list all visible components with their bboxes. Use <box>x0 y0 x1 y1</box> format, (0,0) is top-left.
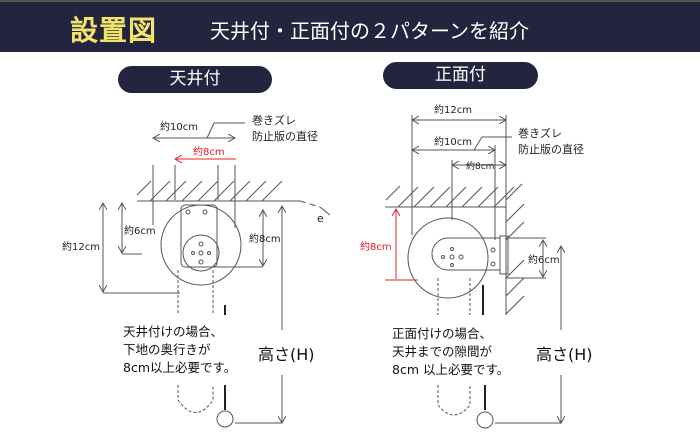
pull-weight <box>476 411 494 429</box>
note-line: 8cm以上必要です。 <box>123 360 237 375</box>
dim-small-label: 約8cm <box>466 160 494 172</box>
dim-bracket-height-label: 約6cm <box>124 224 156 237</box>
note-line: 天井までの隙間が <box>392 344 493 359</box>
ceiling-mount-pill: 天井付 <box>118 66 272 93</box>
pull-weight <box>216 410 234 428</box>
bracket <box>431 237 501 271</box>
bead-chain <box>177 270 214 413</box>
dim-bracket-label: 約6cm <box>528 253 560 266</box>
e-label: e <box>317 212 324 225</box>
front-height-label: 高さ(H) <box>536 345 593 364</box>
ceiling-wall-hatch <box>385 183 525 315</box>
note-line: 天井付けの場合、 <box>123 324 224 339</box>
dim-depth-red-label: 約8cm <box>193 145 225 158</box>
plate-label-line2: 防止版の直径 <box>518 142 584 156</box>
dim-total-height-label: 約12cm <box>62 240 100 253</box>
note-line: 正面付けの場合、 <box>392 326 493 341</box>
plate-label-line2: 防止版の直径 <box>252 129 318 143</box>
header-banner: 設置図 天井付・正面付の２パターンを紹介 <box>0 0 700 52</box>
ceiling-note: 天井付けの場合、下地の奥行きが 8cm以上必要です。 <box>123 323 236 377</box>
dim-total-label: 約12cm <box>434 103 472 116</box>
page-subtitle: 天井付・正面付の２パターンを紹介 <box>210 19 529 43</box>
plate-label-line1: 巻きズレ <box>518 126 562 140</box>
front-mount-pill: 正面付 <box>383 62 538 89</box>
plate-label-line1: 巻きズレ <box>252 113 296 127</box>
anti-slip-plate <box>160 204 242 286</box>
page-title: 設置図 <box>70 14 158 47</box>
front-note: 正面付けの場合、天井までの隙間が 8cm 以上必要です。 <box>392 325 509 379</box>
dim-width-label: 約10cm <box>434 135 472 148</box>
dim-gap-red-label: 約8cm <box>360 240 392 253</box>
note-line: 下地の奥行きが <box>123 342 211 357</box>
anti-slip-plate <box>407 217 489 299</box>
ceiling-height-label: 高さ(H) <box>258 345 315 364</box>
ceiling-hatch <box>136 180 331 216</box>
dim-width-label: 約10cm <box>160 120 198 133</box>
bead-chain <box>437 278 471 416</box>
note-line: 8cm 以上必要です。 <box>392 362 510 377</box>
bracket <box>180 204 218 268</box>
dim-right-label: 約8cm <box>249 232 281 245</box>
